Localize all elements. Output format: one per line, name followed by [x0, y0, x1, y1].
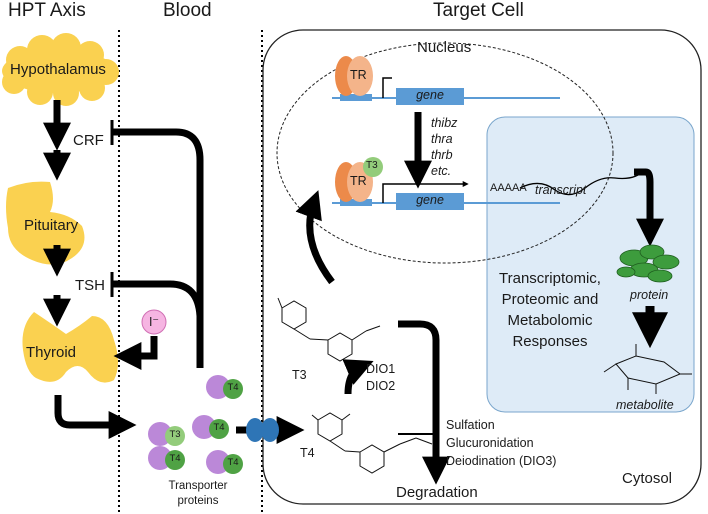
tr-receptor-1	[347, 56, 373, 96]
label-t3-molecule: T3	[292, 368, 307, 382]
cell-membrane	[262, 29, 702, 505]
label-cytosol: Cytosol	[622, 470, 673, 487]
gene-list-item: thibz	[431, 116, 458, 130]
arrow-thyroid-blood	[54, 395, 137, 439]
hormone-label: T4	[227, 382, 239, 393]
label-transporter-proteins: Transporter proteins	[168, 480, 228, 507]
arrow-t3-nucleus	[295, 190, 335, 285]
label-nucleus: Nucleus	[417, 39, 472, 56]
label-dio2: DIO2	[366, 379, 396, 393]
response-element-2	[340, 199, 372, 206]
response-element-1	[340, 94, 372, 101]
thyroid-gland	[22, 312, 118, 383]
t4-structure	[311, 412, 433, 474]
column-title-target-cell: Target Cell	[433, 0, 524, 21]
label-protein: protein	[630, 288, 669, 302]
pituitary-gland	[6, 181, 85, 265]
promoter-mark-2	[382, 181, 469, 203]
label-hypothalamus: Hypothalamus	[10, 61, 106, 78]
label-gene-2: gene	[416, 193, 444, 207]
arrow-t4-t3	[342, 359, 374, 395]
hormone-label: T4	[227, 457, 239, 468]
label-responses: Transcriptomic, Proteomic and Metabolomi…	[499, 270, 601, 350]
gene-box-2	[396, 193, 464, 210]
label-polya-tail: AAAAA	[490, 182, 527, 194]
iodide-ion	[141, 309, 167, 335]
label-transcript: transcript	[535, 183, 587, 197]
label-t4-molecule: T4	[300, 446, 315, 460]
label-t3-bound: T3	[366, 160, 378, 171]
nucleus-membrane	[276, 42, 614, 264]
t3-bound	[363, 157, 383, 177]
hormone-label: T4	[169, 453, 181, 464]
degradation-path	[398, 320, 450, 485]
feedback-inhibition-path	[112, 128, 204, 368]
arrow-iodide-thyroid	[113, 336, 158, 370]
label-dio1: DIO1	[366, 362, 396, 376]
label-degradation: Degradation	[396, 484, 478, 501]
hormone-label: T3	[169, 429, 181, 440]
label-metabolite: metabolite	[616, 398, 674, 412]
membrane-transporter	[246, 418, 279, 442]
label-deiodination: Deiodination (DIO3)	[446, 454, 557, 468]
label-tr-2: TR	[350, 174, 367, 188]
label-glucuronidation: Glucuronidation	[446, 436, 534, 450]
gene-list-item: thra	[431, 132, 453, 146]
promoter-mark-1	[382, 77, 392, 98]
label-iodide: I⁻	[148, 315, 160, 329]
hypothalamus-cloud	[2, 33, 119, 106]
label-tsh: TSH	[75, 277, 105, 294]
gene-box-1	[396, 88, 464, 105]
binding-proteins	[148, 375, 243, 474]
label-sulfation: Sulfation	[446, 418, 495, 432]
label-crf: CRF	[73, 132, 104, 149]
column-title-hpt: HPT Axis	[8, 0, 86, 21]
label-thyroid: Thyroid	[26, 344, 77, 361]
arrow-transcript-protein	[634, 168, 664, 247]
transcript-strand	[519, 173, 641, 196]
gene-list-item: etc.	[431, 164, 452, 178]
label-pituitary: Pituitary	[24, 217, 79, 234]
column-title-blood: Blood	[163, 0, 212, 21]
gene-list-item: thrb	[431, 148, 453, 162]
feedback-tsh-branch	[112, 280, 204, 317]
hormone-label: T4	[213, 422, 225, 433]
label-tr-1: TR	[350, 68, 367, 82]
protein-structure	[616, 244, 680, 283]
label-gene-1: gene	[416, 88, 444, 102]
metabolite-structure	[603, 344, 692, 394]
t3-structure	[277, 297, 381, 362]
